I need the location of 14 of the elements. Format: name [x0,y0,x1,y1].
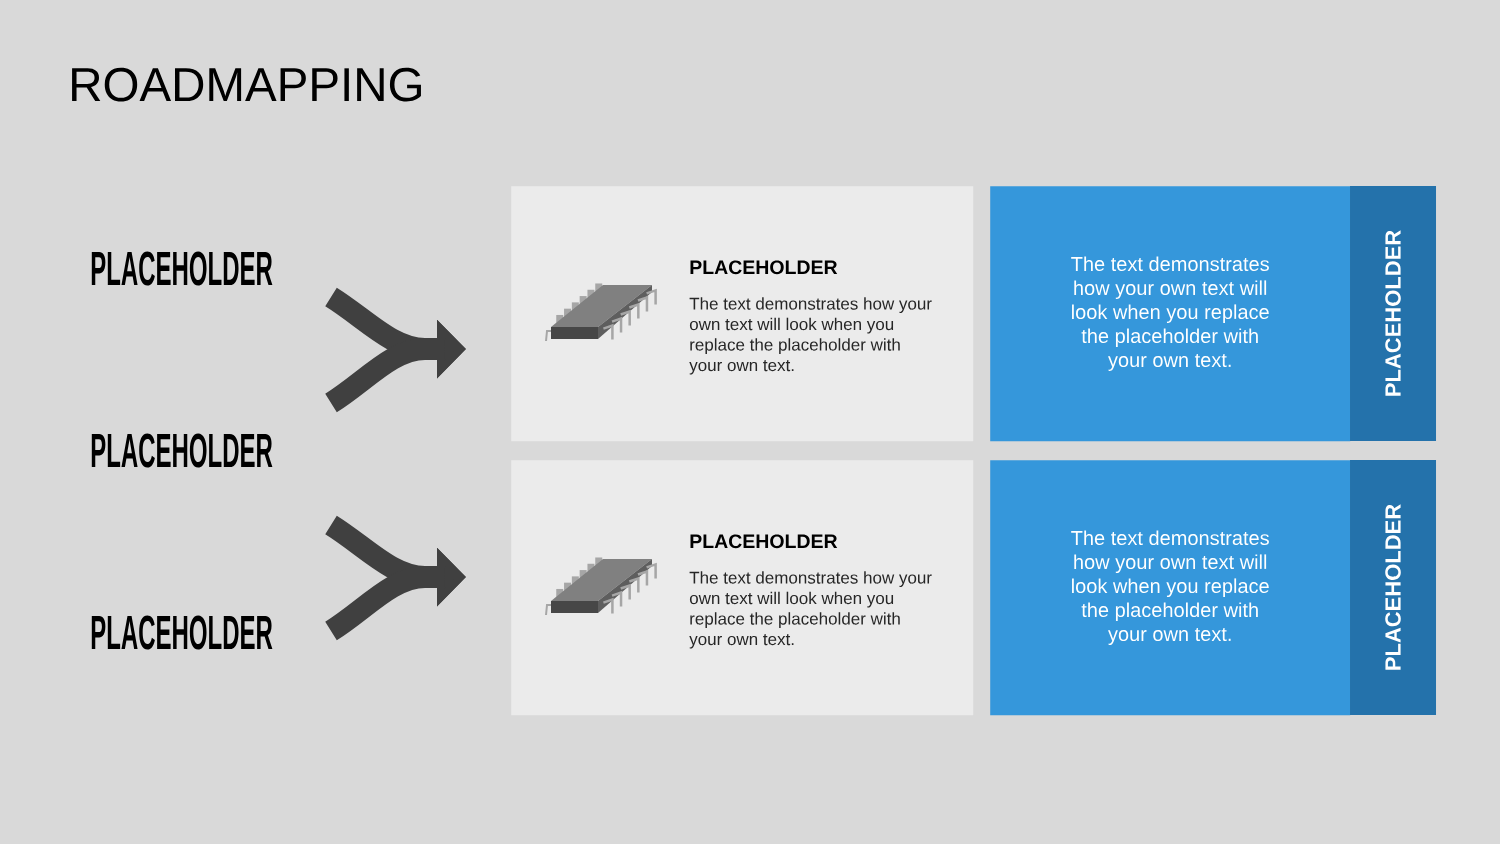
vertical-tab: PLACEHOLDER [1350,460,1436,715]
text-panel: The text demonstrates how your own text will look when you replace the placeholder with your own text. [990,186,1351,442]
card [511,460,974,716]
title: ROADMAPPING [72,67,421,102]
row-label: PLACEHOLDER [91,615,273,650]
row-label: PLACEHOLDER [91,433,273,468]
card-heading: PLACEHOLDER [690,260,838,275]
card-text: The text demonstrates how your own text will look when you replace the placeholder with your own text. [689,297,932,375]
vertical-tab: PLACEHOLDER [1350,186,1436,441]
text-panel: The text demonstrates how your own text will look when you replace the placeholder with your own text. [990,460,1351,716]
card-heading: PLACEHOLDER [690,534,838,549]
card-text: The text demonstrates how your own text will look when you replace the placeholder with your own text. [689,571,932,649]
row-label: PLACEHOLDER [91,251,273,286]
card [511,186,974,442]
